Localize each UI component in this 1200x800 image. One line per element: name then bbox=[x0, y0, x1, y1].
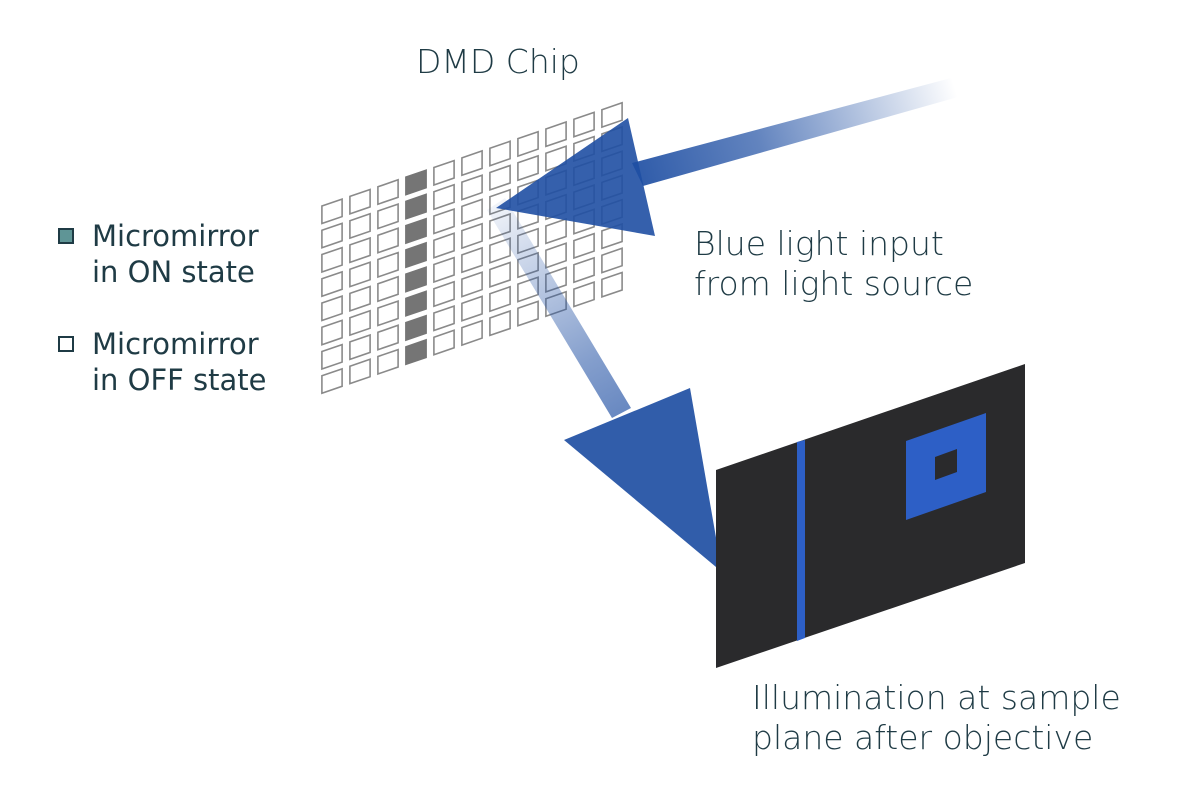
sample-illumination-label: Illumination at sample plane after objec… bbox=[752, 678, 1121, 757]
micromirror-off bbox=[461, 246, 483, 274]
output-light-arrow bbox=[487, 198, 722, 572]
micromirror-off bbox=[517, 154, 539, 182]
micromirror-off bbox=[349, 333, 371, 361]
micromirror-off bbox=[433, 232, 455, 259]
micromirror-off bbox=[461, 271, 483, 298]
legend-on-line-2: in ON state bbox=[92, 255, 255, 290]
legend-off-swatch-icon bbox=[58, 336, 74, 352]
dmd-chip-title: DMD Chip bbox=[416, 42, 580, 81]
micromirror-off bbox=[573, 111, 595, 138]
micromirror-off bbox=[601, 101, 623, 129]
sample-plane bbox=[716, 364, 1025, 668]
micromirror-off bbox=[377, 227, 399, 254]
micromirror-off bbox=[349, 358, 371, 385]
legend-off-line-2: in OFF state bbox=[92, 363, 267, 398]
micromirror-off bbox=[461, 174, 483, 201]
sample-plane-surface bbox=[716, 364, 1025, 668]
micromirror-off bbox=[349, 212, 371, 240]
micromirror-on bbox=[405, 338, 427, 366]
micromirror-off bbox=[377, 251, 399, 279]
micromirror-off bbox=[545, 242, 567, 269]
legend-off-line-1: Micromirror bbox=[92, 327, 259, 361]
input-label-line-1: Blue light input bbox=[694, 224, 944, 263]
micromirror-on bbox=[405, 169, 427, 196]
micromirror-off bbox=[489, 261, 511, 289]
micromirror-off bbox=[433, 159, 455, 187]
micromirror-off bbox=[461, 222, 483, 250]
micromirror-off bbox=[377, 178, 399, 206]
micromirror-on bbox=[405, 217, 427, 245]
output-arrow-shaft bbox=[487, 198, 631, 418]
dmd-mirror-grid bbox=[321, 101, 623, 395]
input-light-label: Blue light input from light source bbox=[694, 224, 973, 303]
micromirror-on bbox=[405, 314, 427, 342]
micromirror-off bbox=[601, 271, 623, 299]
micromirror-off bbox=[321, 319, 343, 346]
micromirror-off bbox=[573, 280, 595, 308]
micromirror-off bbox=[489, 140, 511, 167]
micromirror-off bbox=[461, 149, 483, 177]
micromirror-off bbox=[321, 197, 343, 225]
micromirror-off bbox=[321, 270, 343, 298]
micromirror-off bbox=[349, 285, 371, 313]
micromirror-off bbox=[517, 300, 539, 327]
micromirror-on bbox=[405, 241, 427, 269]
output-arrow-head bbox=[564, 388, 722, 572]
micromirror-off bbox=[377, 324, 399, 351]
micromirror-off bbox=[349, 188, 371, 216]
micromirror-off bbox=[545, 120, 567, 148]
micromirror-off bbox=[321, 343, 343, 371]
micromirror-off bbox=[573, 256, 595, 284]
micromirror-off bbox=[433, 329, 455, 356]
micromirror-off bbox=[601, 247, 623, 274]
micromirror-off bbox=[349, 236, 371, 264]
output-label-line-1: Illumination at sample bbox=[752, 678, 1121, 717]
micromirror-off bbox=[433, 280, 455, 308]
input-arrow-shaft bbox=[632, 78, 958, 186]
illumination-stripe bbox=[797, 440, 805, 641]
illumination-square-hole bbox=[935, 449, 957, 480]
micromirror-off bbox=[489, 237, 511, 264]
micromirror-off bbox=[433, 207, 455, 235]
micromirror-off bbox=[433, 183, 455, 211]
micromirror-off bbox=[377, 202, 399, 230]
micromirror-off bbox=[377, 299, 399, 327]
legend-on-swatch-icon bbox=[58, 228, 74, 244]
input-label-line-2: from light source bbox=[694, 263, 974, 303]
input-light-arrow bbox=[496, 78, 958, 236]
micromirror-off bbox=[321, 367, 343, 395]
micromirror-off bbox=[461, 319, 483, 347]
micromirror-off bbox=[377, 275, 399, 303]
micromirror-off bbox=[321, 294, 343, 322]
micromirror-on bbox=[405, 290, 427, 317]
micromirror-off bbox=[545, 217, 567, 245]
micromirror-off bbox=[433, 256, 455, 284]
micromirror-off bbox=[349, 309, 371, 337]
micromirror-off bbox=[461, 295, 483, 322]
micromirror-off bbox=[377, 348, 399, 376]
input-arrow-head bbox=[496, 118, 655, 236]
micromirror-off bbox=[489, 164, 511, 192]
micromirror-off bbox=[349, 261, 371, 288]
legend-on-line-1: Micromirror bbox=[92, 219, 259, 253]
micromirror-off bbox=[321, 246, 343, 274]
micromirror-off bbox=[461, 198, 483, 225]
micromirror-off bbox=[433, 304, 455, 332]
micromirror-off bbox=[321, 222, 343, 249]
micromirror-on bbox=[405, 193, 427, 220]
micromirror-off bbox=[489, 309, 511, 337]
output-label-line-2: plane after objective bbox=[752, 717, 1094, 757]
micromirror-off bbox=[517, 130, 539, 158]
micromirror-off bbox=[489, 285, 511, 313]
micromirror-on bbox=[405, 266, 427, 293]
micromirror-off bbox=[573, 232, 595, 260]
